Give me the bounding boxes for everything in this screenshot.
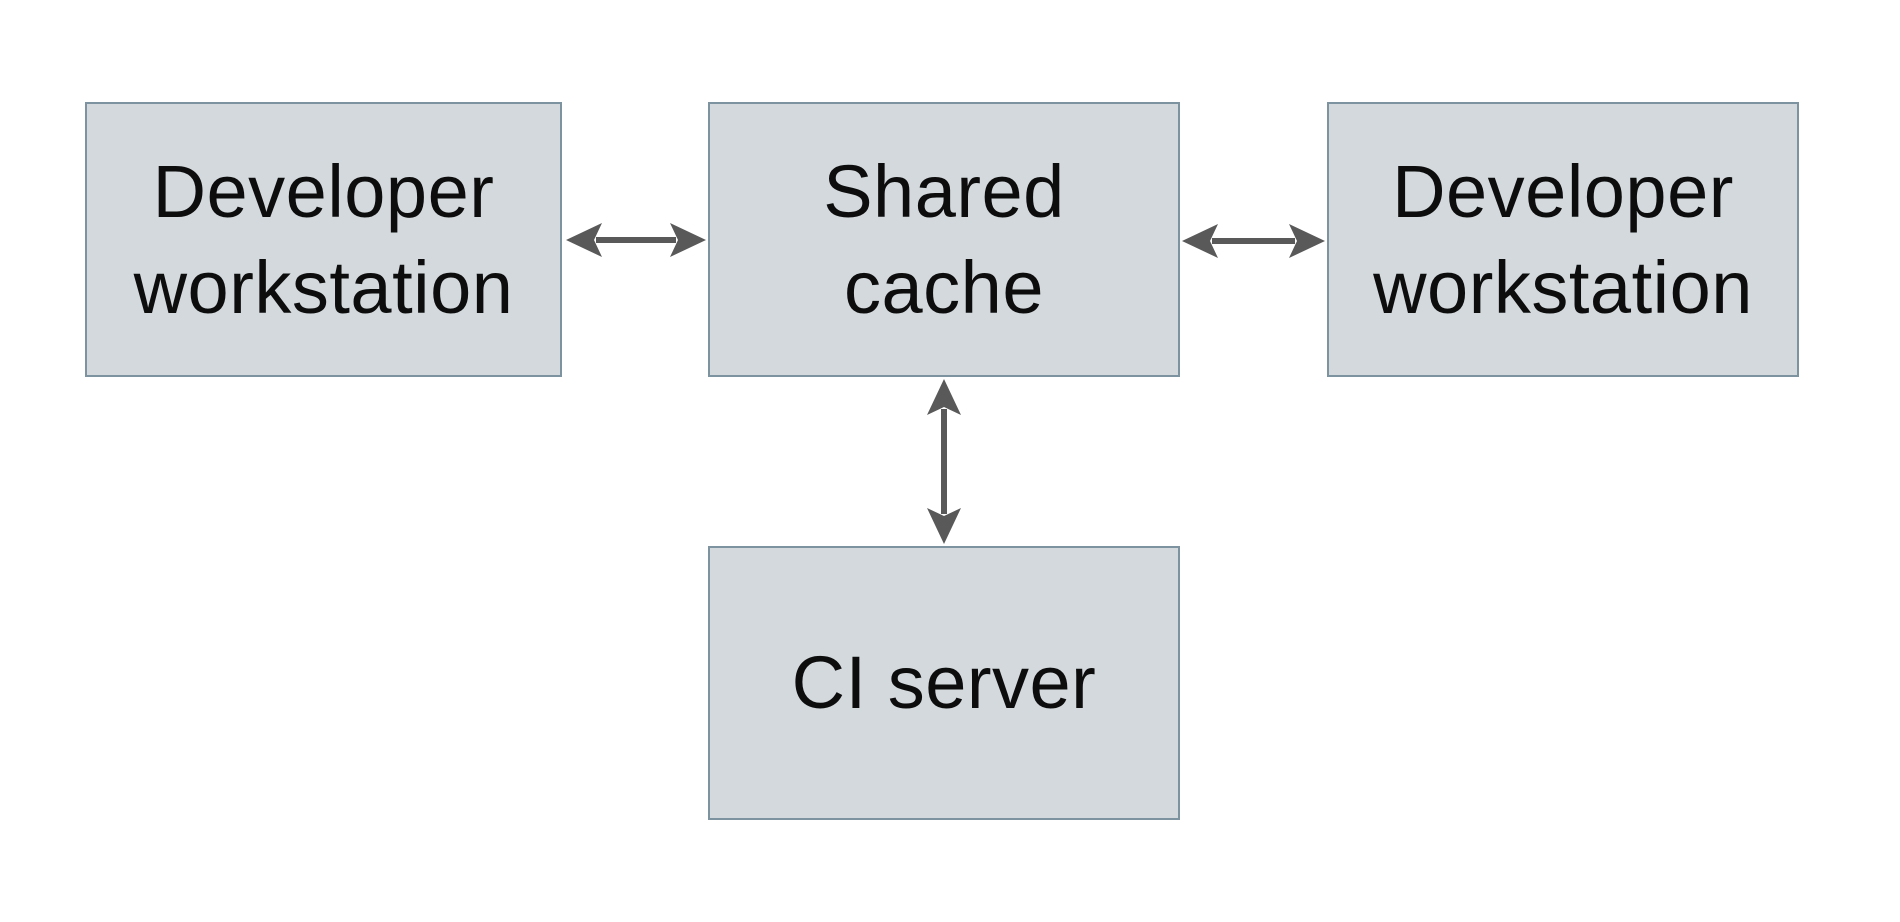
- node-label: Developer workstation: [133, 149, 514, 329]
- bidirectional-arrow-vertical: [927, 379, 961, 544]
- node-developer-workstation-right: Developer workstation: [1327, 102, 1799, 377]
- bidirectional-arrow-right: [1182, 224, 1325, 258]
- node-shared-cache: Shared cache: [708, 102, 1180, 377]
- node-developer-workstation-left: Developer workstation: [85, 102, 562, 377]
- node-label: Shared cache: [823, 149, 1065, 329]
- node-label: Developer workstation: [1373, 149, 1753, 329]
- bidirectional-arrow-left: [566, 223, 706, 257]
- node-label: CI server: [791, 641, 1097, 724]
- node-ci-server: CI server: [708, 546, 1180, 820]
